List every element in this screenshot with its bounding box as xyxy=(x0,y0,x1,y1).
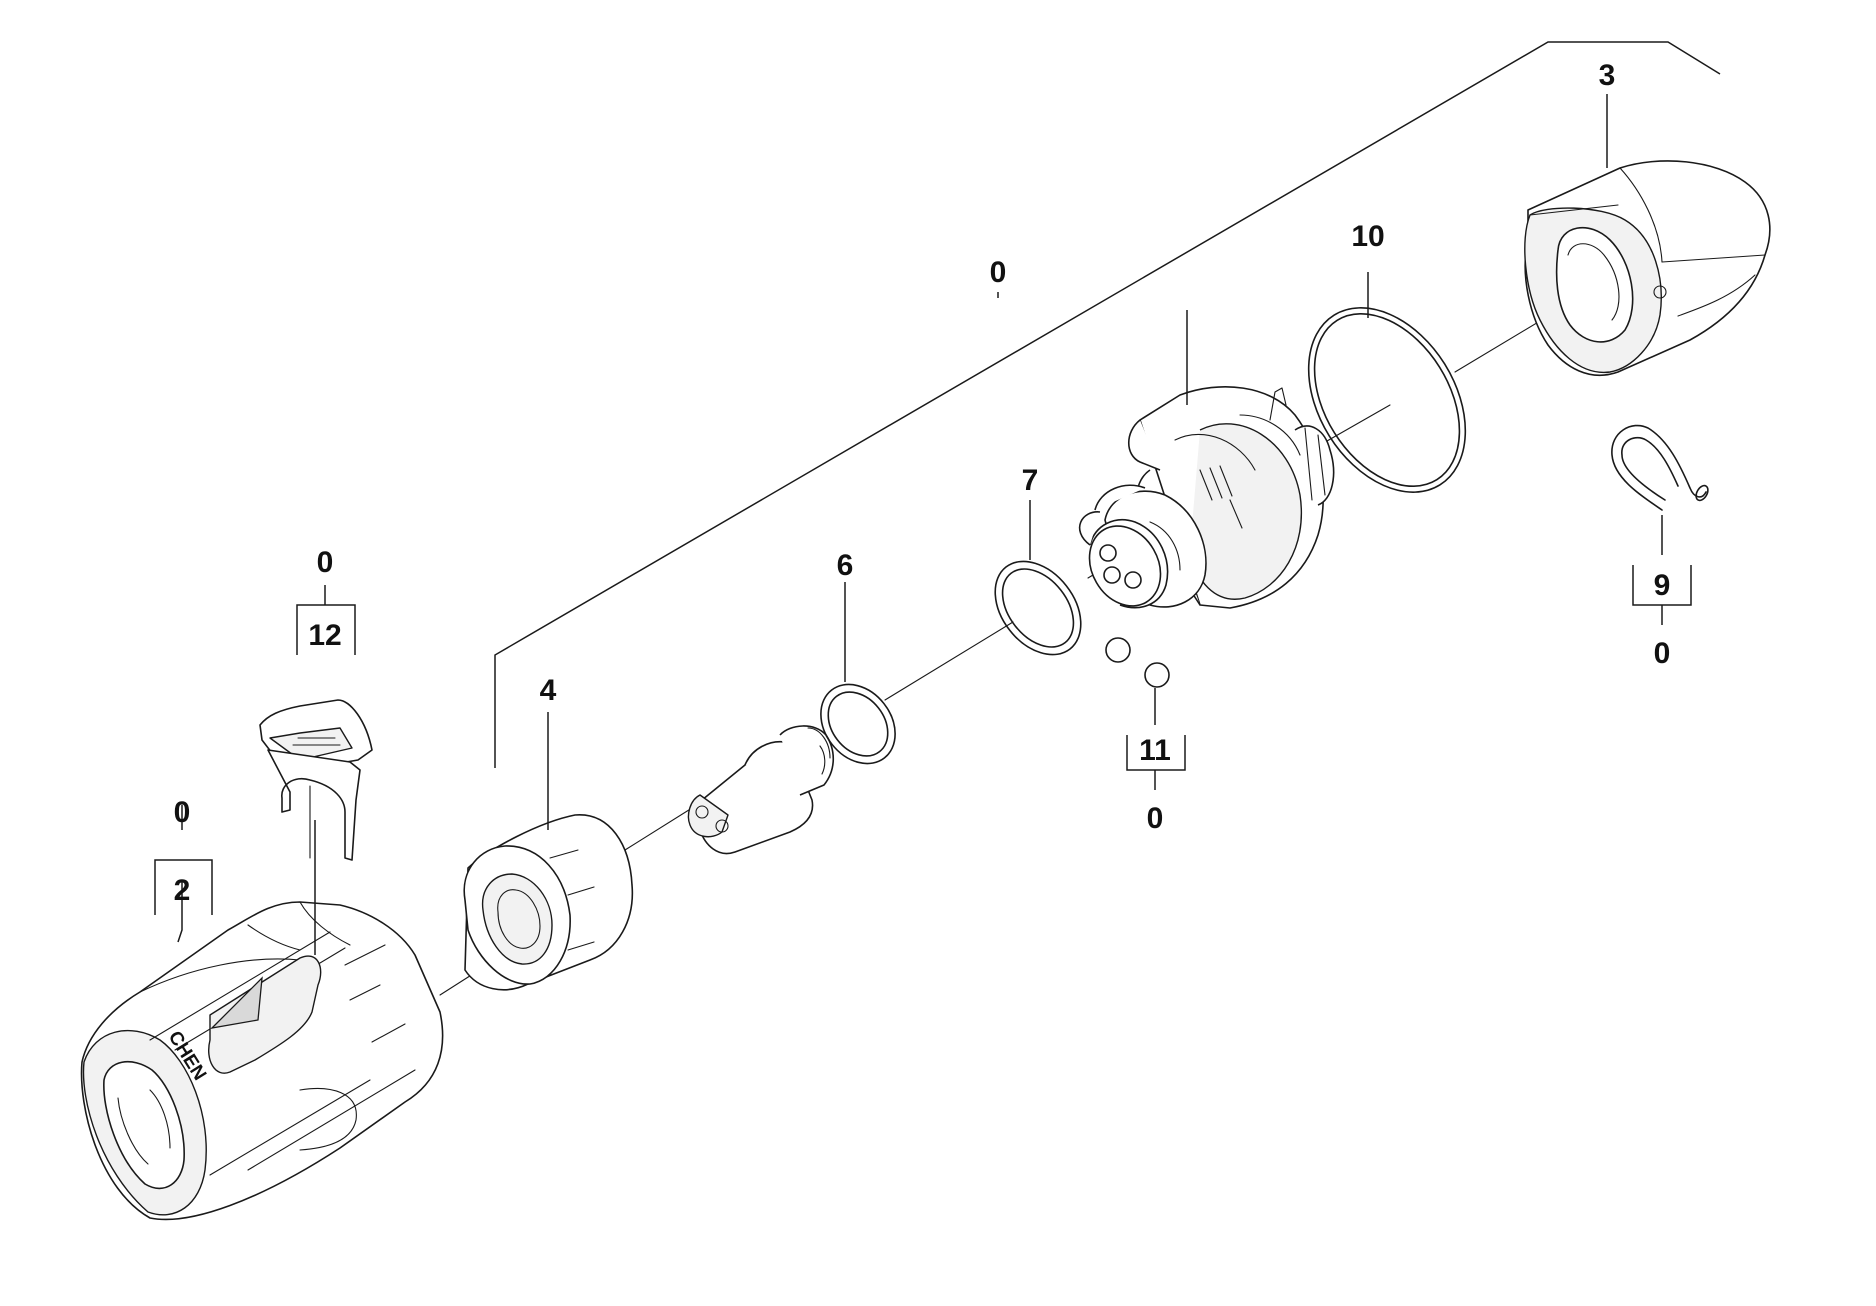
o-ring-part-10[interactable] xyxy=(1276,279,1497,521)
o-ring-part-6[interactable] xyxy=(806,670,911,778)
label-part-11-kit: 0 xyxy=(1147,802,1164,835)
clip-part-12[interactable] xyxy=(259,699,373,861)
nut-part-4[interactable] xyxy=(463,814,634,991)
kit-brackets xyxy=(154,565,1692,915)
valve-insert[interactable] xyxy=(687,725,835,855)
label-part-2-kit: 0 xyxy=(174,796,191,829)
label-part-11: 11 xyxy=(1139,734,1171,767)
cap-part-3[interactable] xyxy=(1524,94,1771,377)
label-part-12-kit: 0 xyxy=(317,546,334,579)
label-part-9-kit: 0 xyxy=(1654,637,1671,670)
o-ring-part-7[interactable] xyxy=(978,545,1099,671)
leader-lines xyxy=(177,272,1663,955)
balls-part-11[interactable] xyxy=(1105,637,1170,725)
label-part-6: 6 xyxy=(837,549,854,582)
label-assembly-top: 0 xyxy=(990,256,1007,289)
housing-part-2[interactable] xyxy=(80,901,444,1221)
label-part-3: 3 xyxy=(1599,59,1616,92)
spring-clip-part-9[interactable] xyxy=(1611,424,1710,555)
label-part-4: 4 xyxy=(540,674,557,707)
label-part-9: 9 xyxy=(1654,569,1671,602)
label-part-12: 12 xyxy=(308,619,341,652)
label-part-7: 7 xyxy=(1022,464,1039,497)
label-part-10: 10 xyxy=(1351,220,1384,253)
label-part-2: 2 xyxy=(174,874,191,907)
assembly-bracket xyxy=(494,41,1721,768)
valve-body[interactable] xyxy=(1075,310,1335,619)
